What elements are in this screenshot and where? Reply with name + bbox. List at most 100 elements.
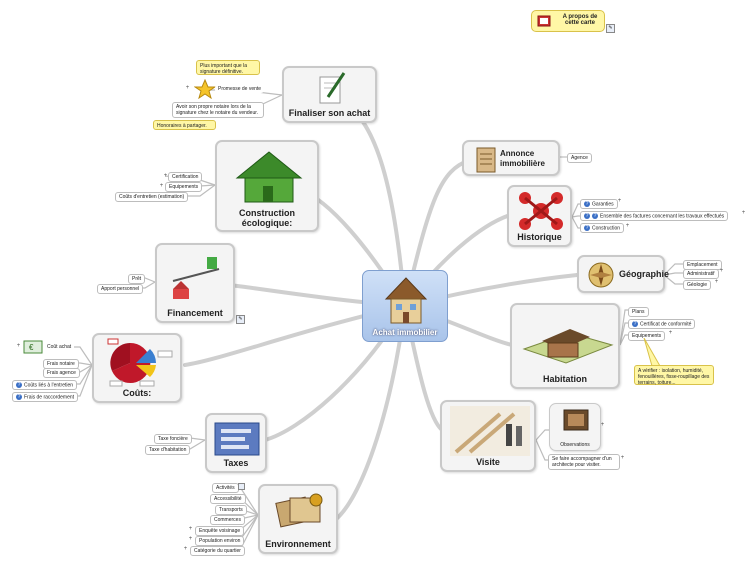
topic-construction-label: Construction écologique:	[239, 208, 295, 228]
leaf-garanties[interactable]: ?Garanties	[580, 199, 618, 210]
leaf-observations[interactable]: Observations	[549, 403, 601, 451]
topic-financement-label: Financement	[167, 308, 223, 318]
note-attachment-icon[interactable]	[238, 483, 245, 490]
leaf-categorie-quartier[interactable]: Catégorie du quartier	[190, 546, 245, 556]
house-icon	[384, 277, 428, 324]
leaf-commerces[interactable]: Commerces	[210, 515, 245, 525]
newspaper-icon	[476, 147, 496, 173]
habitation-note: A vérifier : isolation, humidité, fenoui…	[634, 365, 714, 386]
leaf-equipements[interactable]: Equipements	[165, 182, 203, 192]
topic-historique-label: Historique	[517, 232, 562, 242]
topic-geographie-label: Géographie	[619, 269, 670, 279]
green-house-icon	[235, 151, 303, 203]
leaf-agence[interactable]: Agence	[567, 153, 592, 163]
central-topic-label: Achat immobilier	[372, 328, 438, 337]
leaf-couts-entretien[interactable]: Coûts d'entretien (estimation)	[115, 192, 189, 202]
leaf-accessibilite[interactable]: Accessibilité	[210, 494, 246, 504]
leaf-factures[interactable]: ??Ensemble des factures concernant les t…	[580, 211, 729, 222]
leaf-text: Frais de raccordement	[24, 394, 75, 401]
expand-icon[interactable]: +	[719, 268, 724, 274]
topic-historique[interactable]: Historique	[507, 185, 572, 247]
central-topic[interactable]: Achat immobilier	[362, 270, 448, 342]
question-icon: ?	[584, 201, 590, 207]
expand-icon[interactable]: +	[16, 343, 21, 349]
leaf-enquete-voisinage[interactable]: Enquête voisinage	[195, 526, 245, 536]
pen-document-icon	[319, 72, 346, 104]
note-attachment-icon[interactable]: ✎	[606, 24, 615, 33]
topic-geographie[interactable]: Géographie	[577, 255, 669, 293]
expand-icon[interactable]: +	[163, 173, 168, 179]
expand-icon[interactable]: +	[625, 223, 630, 229]
topic-financement[interactable]: Financement	[155, 243, 235, 323]
leaf-frais-raccordement[interactable]: ?Frais de raccordement	[12, 392, 79, 403]
leaf-frais-agence[interactable]: Frais agence	[43, 368, 80, 378]
expand-icon[interactable]: +	[159, 183, 164, 189]
leaf-transports[interactable]: Transports	[215, 505, 247, 515]
network-icon	[519, 192, 563, 230]
leaf-certificat[interactable]: ?Certificat de conformité	[628, 319, 696, 330]
leaf-cout-achat[interactable]: Coût achat	[44, 343, 75, 351]
expand-icon[interactable]: +	[617, 198, 622, 204]
question-icon: ?	[16, 382, 22, 388]
expand-icon[interactable]: +	[183, 546, 188, 552]
leaf-architecte[interactable]: Se faire accompagner d'un architecte pou…	[548, 454, 620, 470]
topic-annonce-label: Annonce immobilière	[500, 149, 545, 168]
topic-annonce[interactable]: Annonce immobilière	[462, 140, 560, 176]
leaf-taxe-habitation[interactable]: Taxe d'habitation	[145, 445, 191, 455]
expand-icon[interactable]: +	[188, 526, 193, 532]
expand-icon[interactable]: +	[741, 210, 746, 216]
leaf-geologie[interactable]: Géologie	[683, 280, 712, 290]
leaf-plans[interactable]: Plans	[628, 307, 649, 317]
topic-couts-label: Coûts:	[122, 388, 152, 398]
leaf-couts-entretien[interactable]: ?Coûts liés à l'entretien	[12, 380, 78, 391]
leaf-taxe-fonciere[interactable]: Taxe foncière	[154, 434, 192, 444]
svg-text:€: €	[29, 343, 34, 352]
question-icon: ?	[584, 213, 590, 219]
question-icon: ?	[632, 321, 638, 327]
topic-visite[interactable]: Visite	[440, 400, 536, 472]
topic-taxes[interactable]: Taxes	[205, 413, 267, 473]
leaf-apport-personnel[interactable]: Apport personnel	[97, 284, 144, 294]
topic-construction[interactable]: Construction écologique:	[215, 140, 319, 232]
topic-finaliser[interactable]: Finaliser son achat	[282, 66, 377, 123]
leaf-text: Garanties	[592, 201, 614, 208]
expand-icon[interactable]: +	[714, 279, 719, 285]
money-icon: €	[23, 340, 43, 354]
leaf-pret[interactable]: Prêt	[128, 274, 146, 284]
about-map-note[interactable]: A propos de cette carte	[531, 10, 605, 32]
leaf-administratif[interactable]: Administratif	[683, 269, 719, 279]
finaliser-honoraires-note: Honoraires à partager.	[153, 120, 216, 130]
leaf-activites[interactable]: Activités	[212, 483, 239, 493]
leaf-text: Ensemble des factures concernant les tra…	[600, 213, 725, 220]
expand-icon[interactable]: +	[668, 330, 673, 336]
house-model-icon	[522, 329, 614, 364]
topic-couts[interactable]: Coûts:	[92, 333, 182, 403]
leaf-construction[interactable]: ?Construction	[580, 223, 625, 234]
photo-icon	[563, 409, 589, 431]
leaf-avoir-notaire[interactable]: Avoir son propre notaire lors de la sign…	[172, 102, 264, 118]
tax-form-icon	[214, 422, 260, 456]
leaf-text: Coûts liés à l'entretien	[24, 382, 74, 389]
leaf-promesse-vente[interactable]: Promesse de vente	[215, 85, 265, 93]
topic-finaliser-label: Finaliser son achat	[288, 108, 371, 118]
photos-icon	[275, 493, 323, 528]
topic-environnement[interactable]: Environnement	[258, 484, 338, 554]
note-attachment-icon[interactable]: ✎	[236, 315, 245, 324]
leaf-certification[interactable]: Certification	[168, 172, 203, 182]
expand-icon[interactable]: +	[188, 536, 193, 542]
question-icon: ?	[592, 213, 598, 219]
expand-icon[interactable]: +	[600, 422, 605, 428]
star-icon	[194, 79, 216, 99]
expand-icon[interactable]: +	[620, 455, 625, 461]
topic-visite-label: Visite	[476, 457, 500, 467]
pie-chart-icon	[107, 338, 173, 387]
expand-icon[interactable]: +	[185, 85, 190, 91]
leaf-observations-label: Observations	[560, 442, 590, 448]
leaf-text: Construction	[592, 225, 621, 232]
leaf-equipements[interactable]: Equipements	[628, 331, 666, 341]
compass-icon	[588, 262, 614, 288]
topic-habitation[interactable]: Habitation	[510, 303, 620, 389]
topic-taxes-label: Taxes	[223, 458, 249, 468]
leaf-population[interactable]: Population environ	[195, 536, 245, 546]
